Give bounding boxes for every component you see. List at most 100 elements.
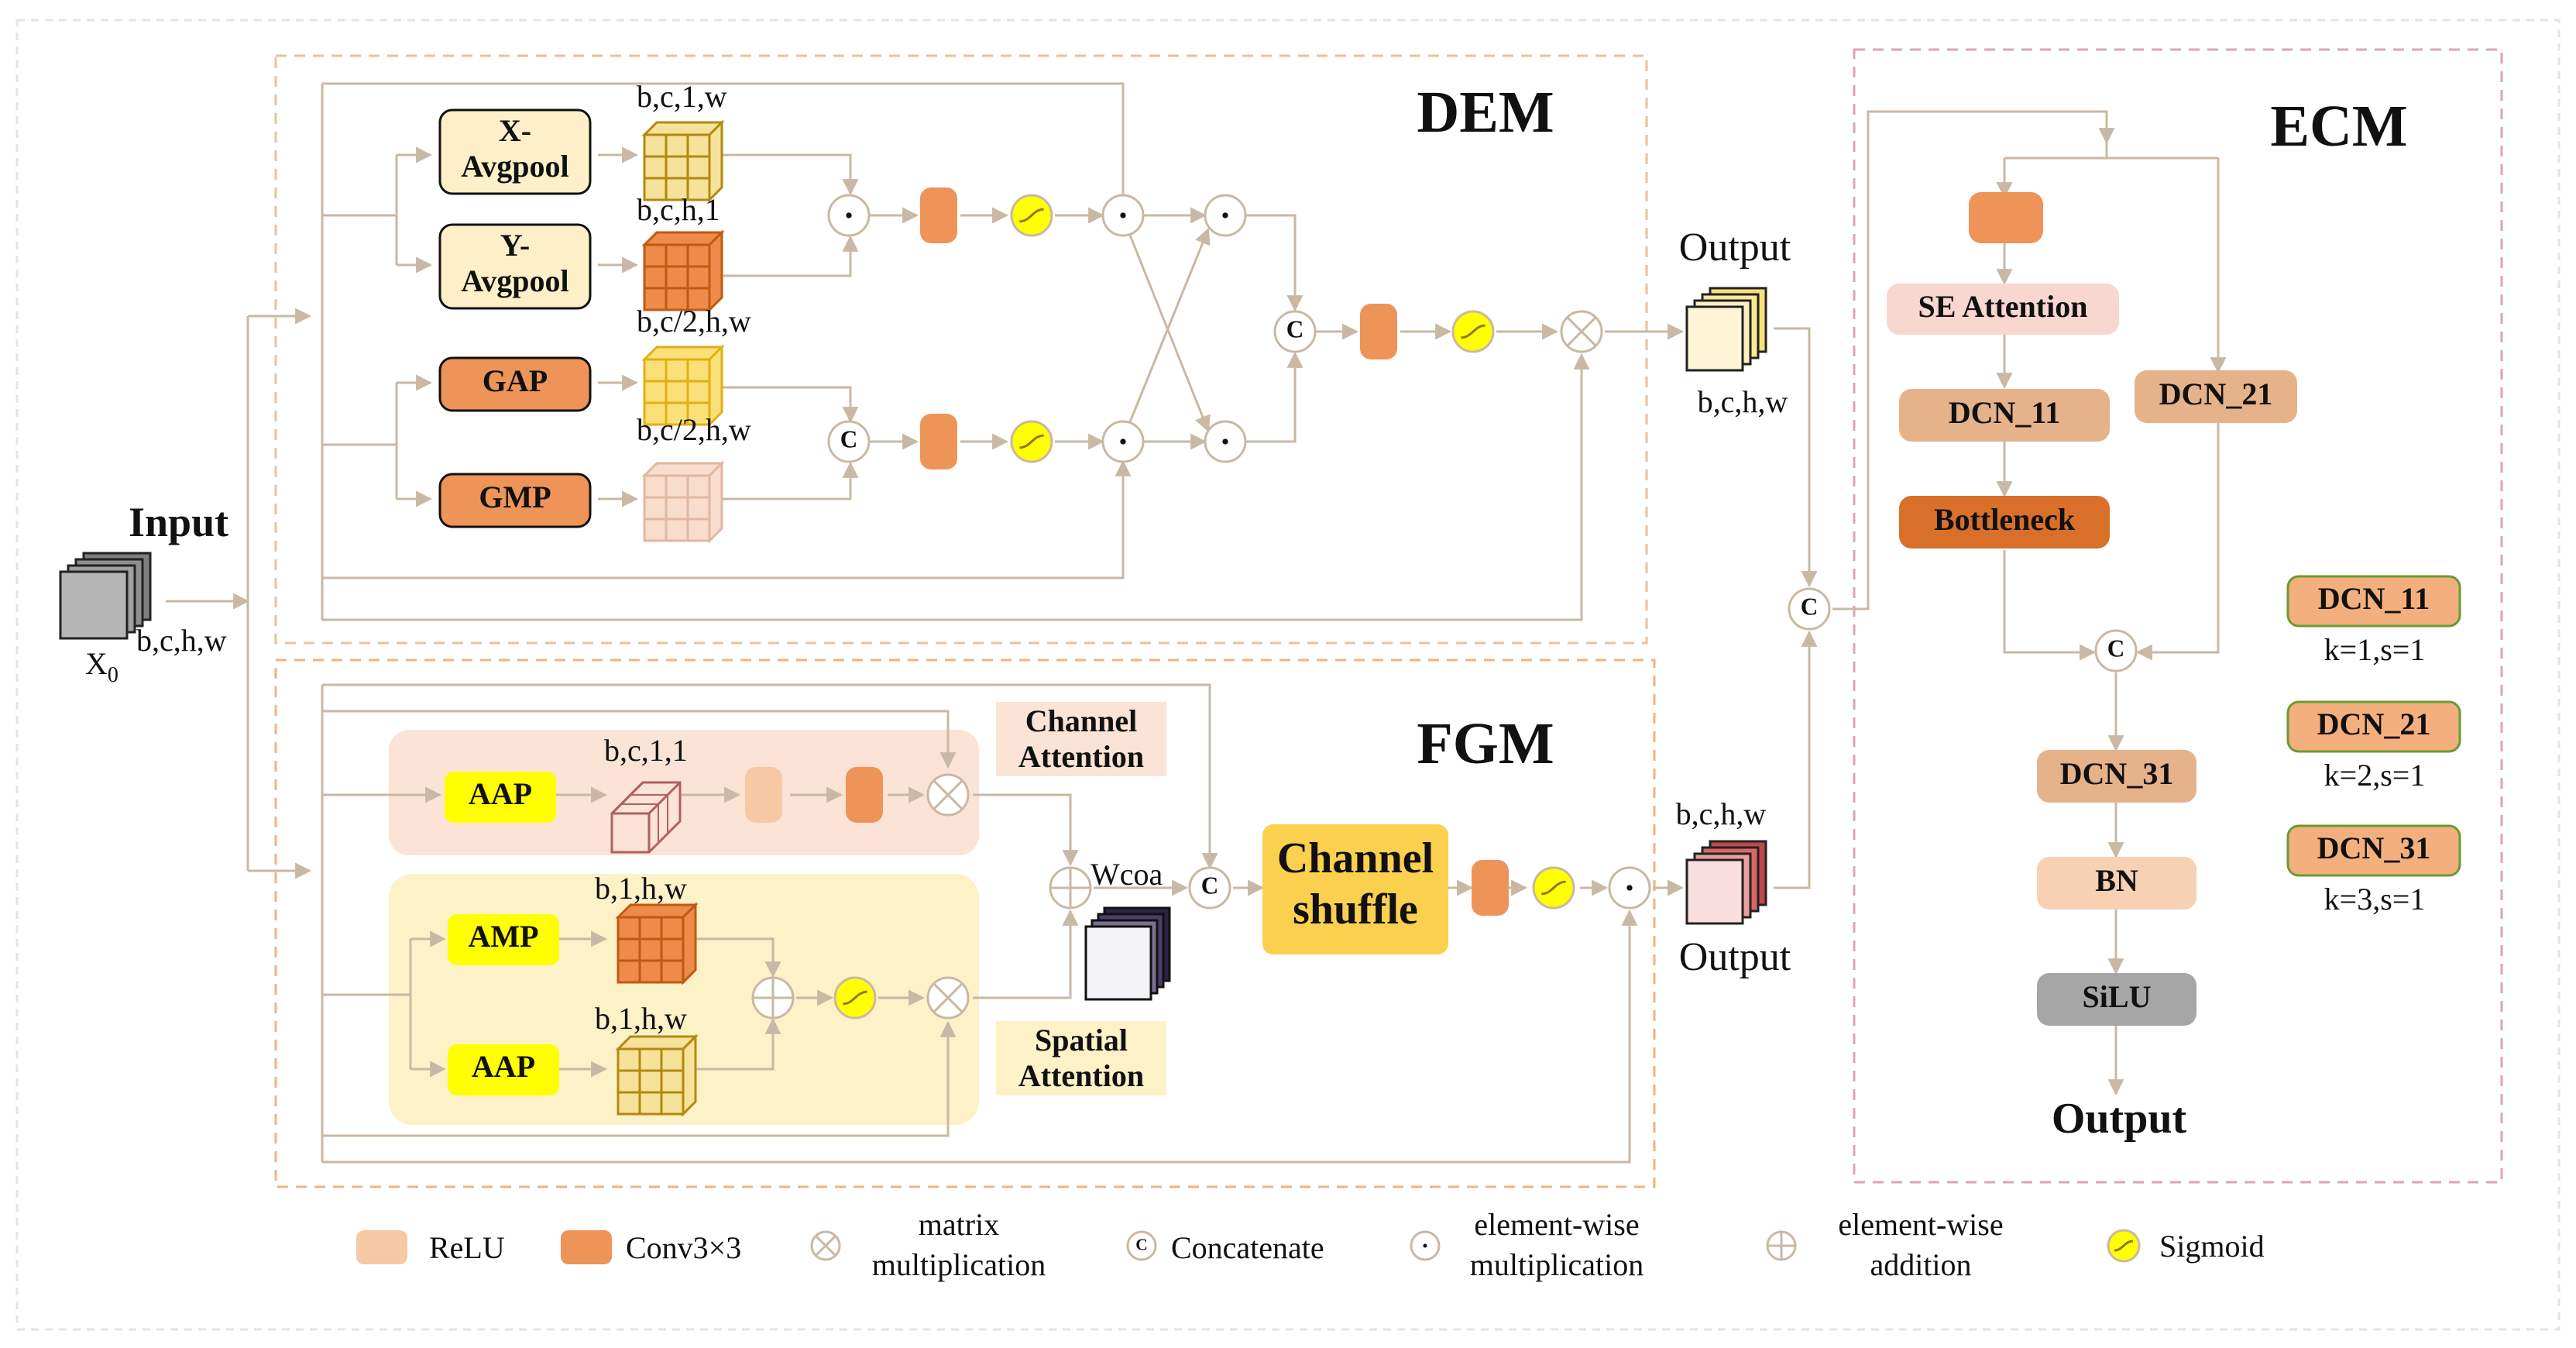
svg-text:C: C [1286, 316, 1304, 343]
dem-op-concat-2: C [1273, 310, 1317, 353]
y-avgpool-label: Y-Avgpool [461, 228, 568, 298]
aap-top-box: AAP [445, 772, 556, 823]
grid-aap [615, 1033, 699, 1117]
legend-dot-icon [1410, 1230, 1441, 1261]
svg-text:DCN_11: DCN_11 [2318, 581, 2430, 616]
fgm-title: FGM [1417, 711, 1554, 776]
dem-op-dot-4 [1204, 194, 1247, 237]
gap-label: GAP [483, 363, 548, 398]
legend-relu-label: ReLU [429, 1230, 505, 1265]
silu-box: SiLU [2037, 973, 2196, 1026]
y-avgpool-box: Y-Avgpool [438, 223, 592, 310]
ecm-title: ECM [2270, 94, 2407, 159]
dem-border [274, 54, 1648, 645]
fgm-output-tensor [1685, 840, 1767, 925]
amp-box: AMP [448, 914, 559, 965]
grid-gmp [641, 460, 725, 544]
x-avgpool-box: X-Avgpool [438, 108, 592, 195]
dcn-11-label: DCN_11 [1949, 395, 2060, 430]
input-dim: b,c,h,w [136, 623, 227, 658]
wires [166, 82, 2227, 1164]
bottleneck-label: Bottleneck [1934, 502, 2076, 537]
x-avgpool-label: X-Avgpool [461, 113, 568, 184]
legend-matmul-icon [810, 1230, 841, 1261]
gmp-box: GMP [438, 473, 592, 528]
dem-conv-2 [920, 414, 957, 469]
fgm-op-matmul-2 [926, 976, 970, 1020]
aap-bottom-box: AAP [448, 1044, 559, 1095]
dem-sigmoid-3 [1451, 310, 1495, 353]
svg-text:k=3,s=1: k=3,s=1 [2324, 882, 2426, 916]
dcn-31-label: DCN_31 [2060, 756, 2174, 791]
legend-concat-label: Concatenate [1171, 1230, 1324, 1265]
silu-label: SiLU [2083, 979, 2152, 1014]
outer-frame [15, 19, 2561, 1331]
fgm-op-add-2 [1049, 866, 1092, 910]
grid-x-avgpool [641, 119, 725, 203]
svg-text:C: C [1201, 872, 1219, 899]
svg-text:C: C [1801, 593, 1819, 621]
ecm-legend-dcn-31: DCN_31 k=3,s=1 [2286, 824, 2461, 916]
fgm-sigmoid-1 [833, 976, 877, 1020]
bn-box: BN [2037, 857, 2196, 910]
gmp-label: GMP [479, 480, 551, 514]
svg-text:DCN_31: DCN_31 [2317, 830, 2431, 865]
grid-gap [641, 344, 725, 428]
svg-text:DCN_21: DCN_21 [2317, 707, 2431, 741]
input-label: Input [129, 499, 228, 545]
channel-attention-tag [996, 702, 1166, 776]
channel-vector-tensor [610, 781, 682, 854]
wcoa-tensor [1084, 906, 1171, 1001]
fgm-conv-2 [1472, 860, 1509, 916]
channel-attention-bg [389, 730, 979, 855]
dim-gap: b,c/2,h,w [637, 304, 751, 339]
dem-title: DEM [1417, 80, 1554, 145]
dem-op-concat-1: C [827, 420, 871, 463]
dem-op-matmul [1560, 310, 1603, 353]
gap-box: GAP [438, 356, 592, 412]
legend-concat-icon: C [1126, 1230, 1157, 1261]
fgm-border [274, 659, 1656, 1188]
wcoa-label: Wcoa [1091, 857, 1163, 892]
input-x0: X0 [85, 646, 118, 687]
fgm-op-add-1 [751, 976, 795, 1020]
dem-sigmoid-2 [1010, 420, 1053, 463]
aap-bottom-label: AAP [472, 1049, 535, 1084]
amp-label: AMP [468, 919, 538, 954]
dim-gmp: b,c/2,h,w [637, 412, 751, 447]
dcn-21-box: DCN_21 [2135, 370, 2297, 423]
dim-amp: b,1,h,w [595, 871, 687, 906]
grid-y-avgpool [641, 229, 725, 313]
dem-sigmoid-1 [1010, 194, 1053, 237]
dcn-11-box: DCN_11 [1899, 389, 2110, 442]
svg-text:k=2,s=1: k=2,s=1 [2324, 758, 2426, 793]
fgm-op-dot [1608, 866, 1651, 910]
dim-y-avgpool: b,c,h,1 [637, 192, 720, 227]
bottleneck-box: Bottleneck [1899, 496, 2110, 548]
se-attention-label: SE Attention [1918, 289, 2088, 324]
dem-op-dot-2 [1101, 194, 1145, 237]
dim-channel: b,c,1,1 [604, 733, 688, 768]
main-op-concat: C [1788, 587, 1831, 631]
dim-x-avgpool: b,c,1,w [637, 79, 727, 114]
svg-text:C: C [840, 426, 858, 453]
svg-text:k=1,s=1: k=1,s=1 [2324, 632, 2426, 667]
dem-output-dim: b,c,h,w [1698, 384, 1788, 419]
dem-conv-3 [1360, 304, 1397, 359]
ecm-border [1853, 48, 2503, 1184]
dem-op-dot-1 [827, 194, 871, 237]
ecm-legend-dcn-21: DCN_21 k=2,s=1 [2286, 700, 2461, 793]
dcn-21-label: DCN_21 [2159, 377, 2273, 411]
svg-text:C: C [1135, 1235, 1148, 1253]
dcn-31-box: DCN_31 [2037, 750, 2196, 803]
ecm-legend-dcn-11: DCN_11 k=1,s=1 [2286, 575, 2461, 667]
fgm-op-concat: C [1188, 866, 1231, 910]
